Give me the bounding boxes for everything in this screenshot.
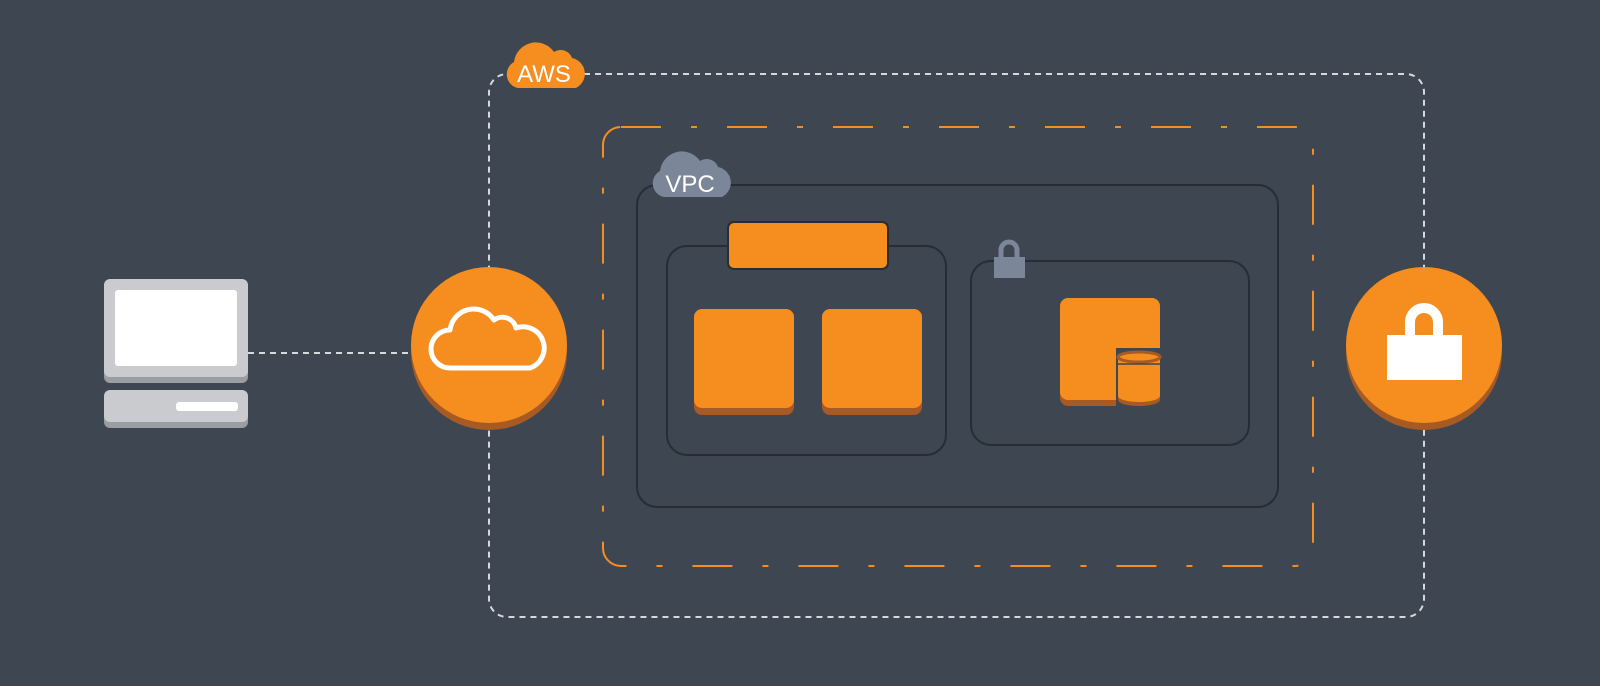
vpc-label-cloud: VPC	[652, 151, 731, 198]
availability-zone-boundary	[602, 126, 1314, 567]
aws-cloud-boundary	[488, 73, 1425, 618]
private-subnet	[970, 260, 1250, 446]
laptop-icon	[104, 279, 248, 428]
aws-label-cloud: AWS	[506, 42, 585, 88]
aws-label: AWS	[517, 61, 571, 88]
ec2-instance-icon	[822, 309, 922, 415]
ec2-instance-icon	[694, 309, 794, 415]
private-subnet-lock-icon	[994, 239, 1025, 278]
vpc-boundary	[636, 184, 1279, 508]
vpc-label: VPC	[665, 171, 714, 198]
internet-gateway-cloud-icon	[411, 267, 567, 430]
rds-database-icon	[1060, 298, 1162, 406]
load-balancer-bar	[727, 221, 889, 270]
vpn-lock-icon	[1346, 267, 1502, 430]
